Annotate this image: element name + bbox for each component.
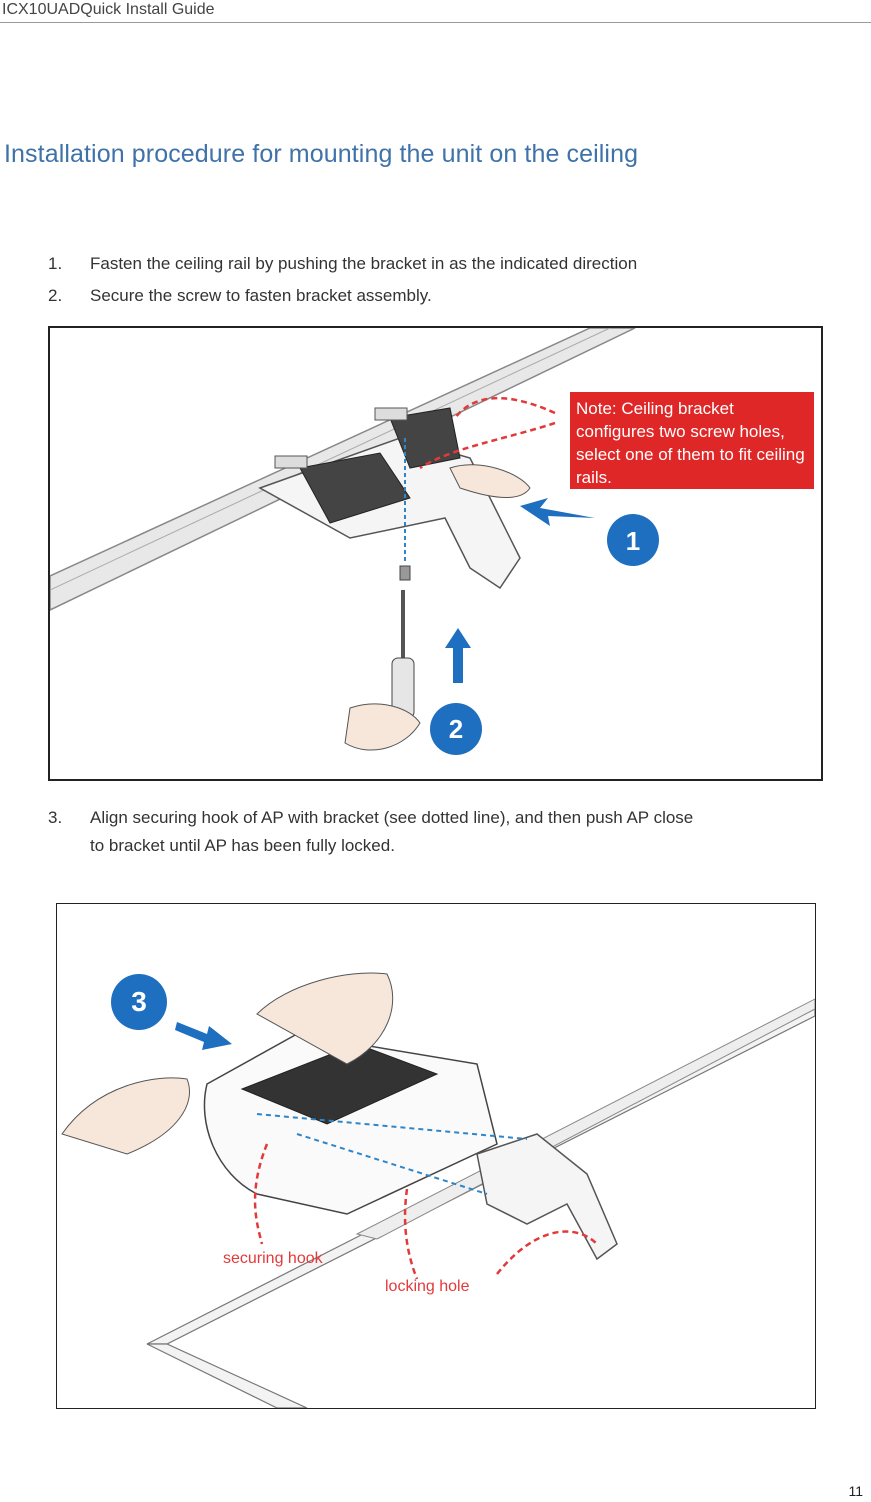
step-2-number: 2. — [48, 286, 63, 305]
step-badge-1: 1 — [625, 526, 641, 556]
step-1-number: 1. — [48, 254, 63, 273]
step-3-text-continued: to bracket until AP has been fully locke… — [90, 836, 395, 855]
step-badge-3: 3 — [131, 986, 147, 1017]
step-2: 2. Secure the screw to fasten bracket ass… — [48, 282, 432, 310]
header-rule — [0, 22, 871, 23]
figure-bracket-rail: Note: Ceiling bracket configures two scr… — [48, 326, 823, 781]
step-3-text: Align securing hook of AP with bracket (… — [90, 808, 694, 827]
step-3: 3. Align securing hook of AP with bracket… — [48, 804, 693, 860]
locking-hole-label: locking hole — [385, 1278, 470, 1295]
note-callout: Note: Ceiling bracket configures two scr… — [570, 392, 814, 489]
step-2-text: Secure the screw to fasten bracket assem… — [90, 286, 432, 305]
step-badge-2: 2 — [448, 714, 464, 744]
running-header: ICX10UADQuick Install Guide — [2, 1, 215, 18]
bracket-rail-illustration — [50, 328, 659, 755]
figure-ap-mounting: 3 securing hook locking hole — [56, 903, 816, 1409]
section-title: Installation procedure for mounting the … — [4, 140, 639, 168]
step-3-number: 3. — [48, 808, 63, 827]
securing-hook-label: securing hook — [223, 1250, 323, 1267]
ap-mounting-illustration — [61, 972, 815, 1408]
step-1-text: Fasten the ceiling rail by pushing the b… — [90, 254, 638, 273]
step-1: 1. Fasten the ceiling rail by pushing the… — [48, 250, 637, 278]
page-number: 11 — [848, 1483, 863, 1499]
